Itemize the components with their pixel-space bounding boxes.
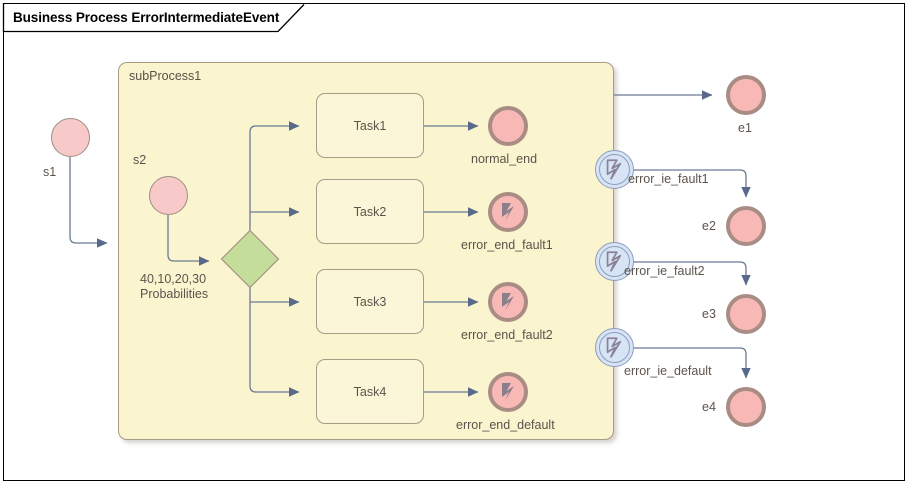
boundary-event-error-ie-fault1-label: error_ie_fault1 — [628, 172, 709, 186]
error-bolt-icon — [502, 293, 514, 311]
gateway-diamond-icon — [220, 229, 280, 289]
end-event-normal-end[interactable] — [488, 106, 528, 146]
task-task4[interactable]: Task4 — [316, 359, 424, 424]
error-bolt-icon — [606, 337, 622, 358]
task-task1[interactable]: Task1 — [316, 93, 424, 158]
end-event-e4[interactable] — [726, 387, 766, 427]
task-task3[interactable]: Task3 — [316, 269, 424, 334]
end-event-e3-label: e3 — [702, 307, 716, 321]
end-event-e2-label: e2 — [702, 219, 716, 233]
error-bolt-icon — [606, 251, 622, 272]
boundary-event-error-ie-fault1[interactable] — [595, 150, 634, 189]
error-bolt-icon — [502, 383, 514, 401]
end-event-error-end-fault1-label: error_end_fault1 — [461, 238, 553, 252]
start-event-s1[interactable] — [51, 118, 90, 157]
task-task2-label: Task2 — [353, 204, 387, 219]
intermediate-event-inner-ring — [599, 332, 630, 363]
error-bolt-icon — [502, 203, 514, 221]
intermediate-event-inner-ring — [599, 154, 630, 185]
end-event-error-end-default[interactable] — [488, 372, 528, 412]
end-event-error-end-fault2[interactable] — [488, 282, 528, 322]
task-task1-label: Task1 — [353, 118, 387, 133]
end-event-e1[interactable] — [726, 75, 766, 115]
task-task2[interactable]: Task2 — [316, 179, 424, 244]
gateway-label: 40,10,20,30 Probabilities — [140, 272, 208, 302]
gateway-probabilities-caption: Probabilities — [140, 287, 209, 301]
end-event-error-end-fault2-label: error_end_fault2 — [461, 328, 553, 342]
error-bolt-icon — [606, 159, 622, 180]
boundary-event-error-ie-default[interactable] — [595, 328, 634, 367]
end-event-error-end-default-label: error_end_default — [456, 418, 555, 432]
end-event-normal-end-label: normal_end — [471, 152, 538, 166]
start-event-s1-label: s1 — [43, 165, 57, 179]
end-event-error-end-fault1[interactable] — [488, 192, 528, 232]
start-event-s2[interactable] — [149, 176, 188, 215]
task-task4-label: Task4 — [353, 384, 387, 399]
boundary-event-error-ie-fault2[interactable] — [595, 242, 634, 281]
boundary-event-error-ie-fault2-label: error_ie_fault2 — [624, 264, 705, 278]
end-event-e1-label: e1 — [738, 121, 752, 135]
frame-title-label: Business Process ErrorIntermediateEvent — [13, 9, 280, 25]
frame-tab-outline — [2, 3, 305, 33]
intermediate-event-inner-ring — [599, 246, 630, 277]
boundary-event-error-ie-default-label: error_ie_default — [624, 364, 712, 378]
end-event-e2[interactable] — [726, 206, 766, 246]
end-event-e4-label: e4 — [702, 400, 716, 414]
exclusive-gateway[interactable] — [220, 229, 280, 289]
end-event-e3[interactable] — [726, 294, 766, 334]
task-task3-label: Task3 — [353, 294, 387, 309]
gateway-probabilities-values: 40,10,20,30 — [140, 272, 207, 286]
subprocess-label: subProcess1 — [129, 69, 202, 83]
start-event-s2-label: s2 — [133, 153, 147, 167]
